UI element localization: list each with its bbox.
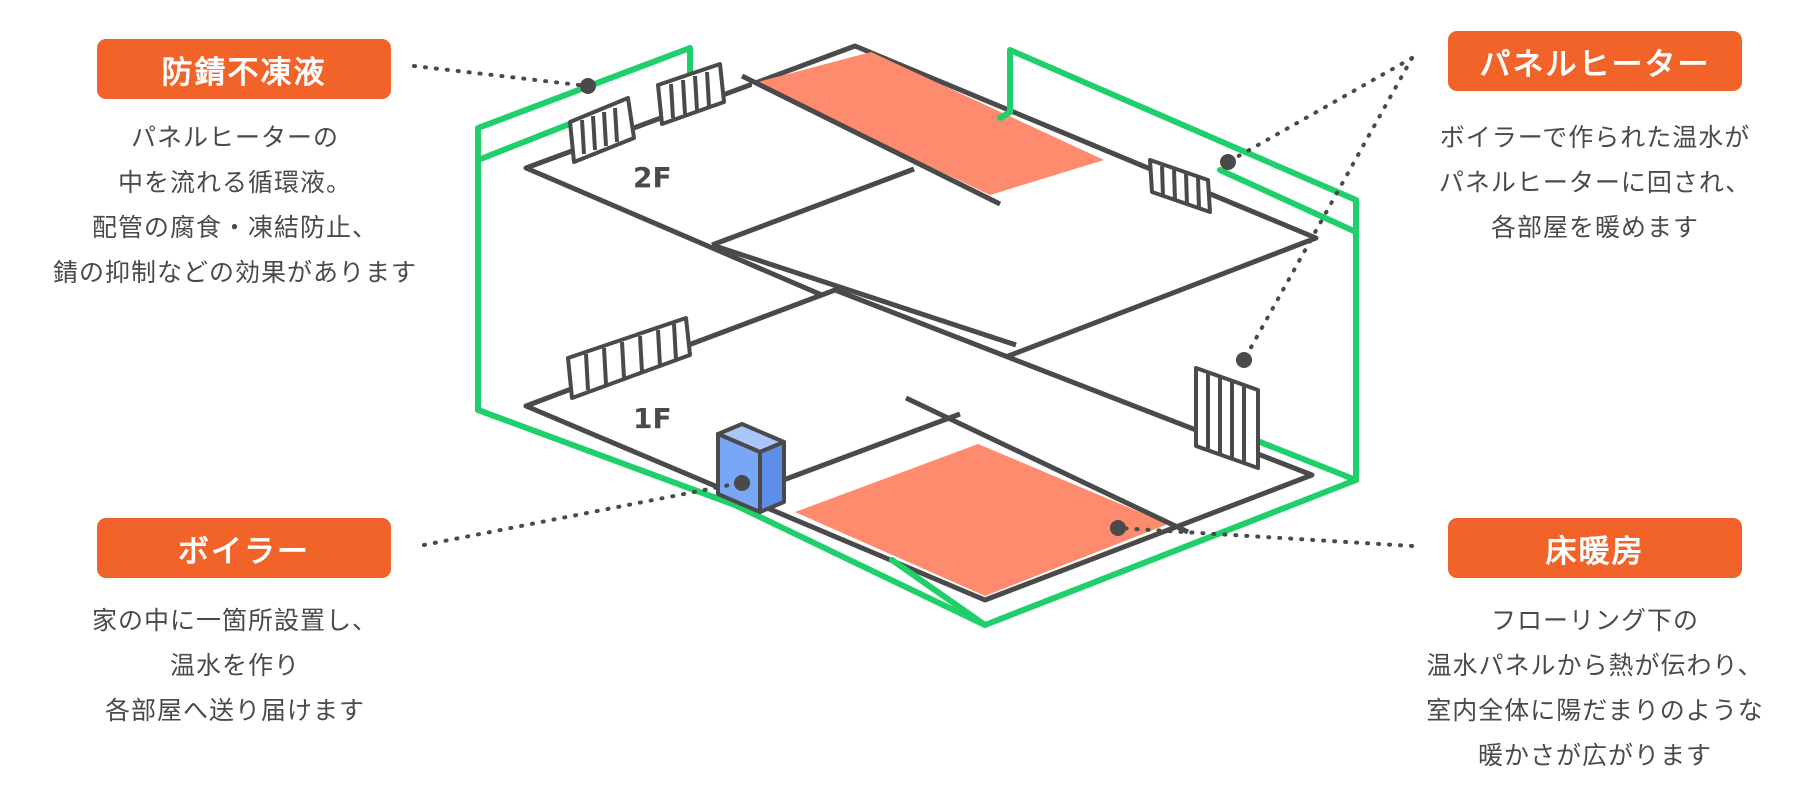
panel-heater-description: ボイラーで作られた温水が パネルヒーターに回され、 各部屋を暖めます [1385,115,1800,250]
floor-heating-line-4: 暖かさが広がります [1477,741,1712,770]
floor-heating-badge: 床暖房 [1448,518,1742,578]
antifreeze-line-2: 中を流れる循環液。 [117,168,352,197]
floor-label-2f: 2F [633,161,672,194]
floor-heating-line-1: フローリング下の [1490,606,1699,635]
antifreeze-line-1: パネルヒーターの [130,123,339,152]
boiler-line-3: 各部屋へ送り届けます [104,696,365,725]
antifreeze-line-3: 配管の腐食・凍結防止、 [91,213,378,242]
antifreeze-line-4: 錆の抑制などの効果があります [52,258,417,287]
panel-heater-line-1: ボイラーで作られた温水が [1439,123,1751,152]
antifreeze-badge: 防錆不凍液 [97,39,391,99]
floor-heating-panel-1f [795,444,1168,596]
floor-heating-line-3: 室内全体に陽だまりのような [1426,696,1764,725]
floor-2f [523,43,1319,368]
floor-heating-description: フローリング下の 温水パネルから熱が伝わり、 室内全体に陽だまりのような 暖かさ… [1385,598,1800,778]
boiler-description: 家の中に一箇所設置し、 温水を作り 各部屋へ送り届けます [0,598,470,733]
floor-label-1f: 1F [633,402,672,435]
boiler-line-1: 家の中に一箇所設置し、 [91,606,378,635]
floor-heating-panel-2f [754,52,1104,195]
panel-heater-2f-right [1148,158,1212,214]
boiler-badge: ボイラー [97,518,391,578]
leader-lines [412,56,1414,548]
panel-heater-2f-left [568,96,636,164]
antifreeze-description: パネルヒーターの 中を流れる循環液。 配管の腐食・凍結防止、 錆の抑制などの効果… [0,115,470,295]
leader-dots [580,78,1252,536]
boiler-line-2: 温水を作り [169,651,300,680]
panel-heater-line-3: 各部屋を暖めます [1490,213,1699,242]
boiler-unit [716,422,786,514]
panel-heater-line-2: パネルヒーターに回され、 [1438,168,1752,197]
panel-heater-badge: パネルヒーター [1448,31,1742,91]
panel-heater-1f-right [1194,366,1260,470]
panel-heater-2f-middle [656,62,726,126]
floor-heating-line-2: 温水パネルから熱が伝わり、 [1426,651,1764,680]
panel-heater-1f-left [566,316,692,400]
